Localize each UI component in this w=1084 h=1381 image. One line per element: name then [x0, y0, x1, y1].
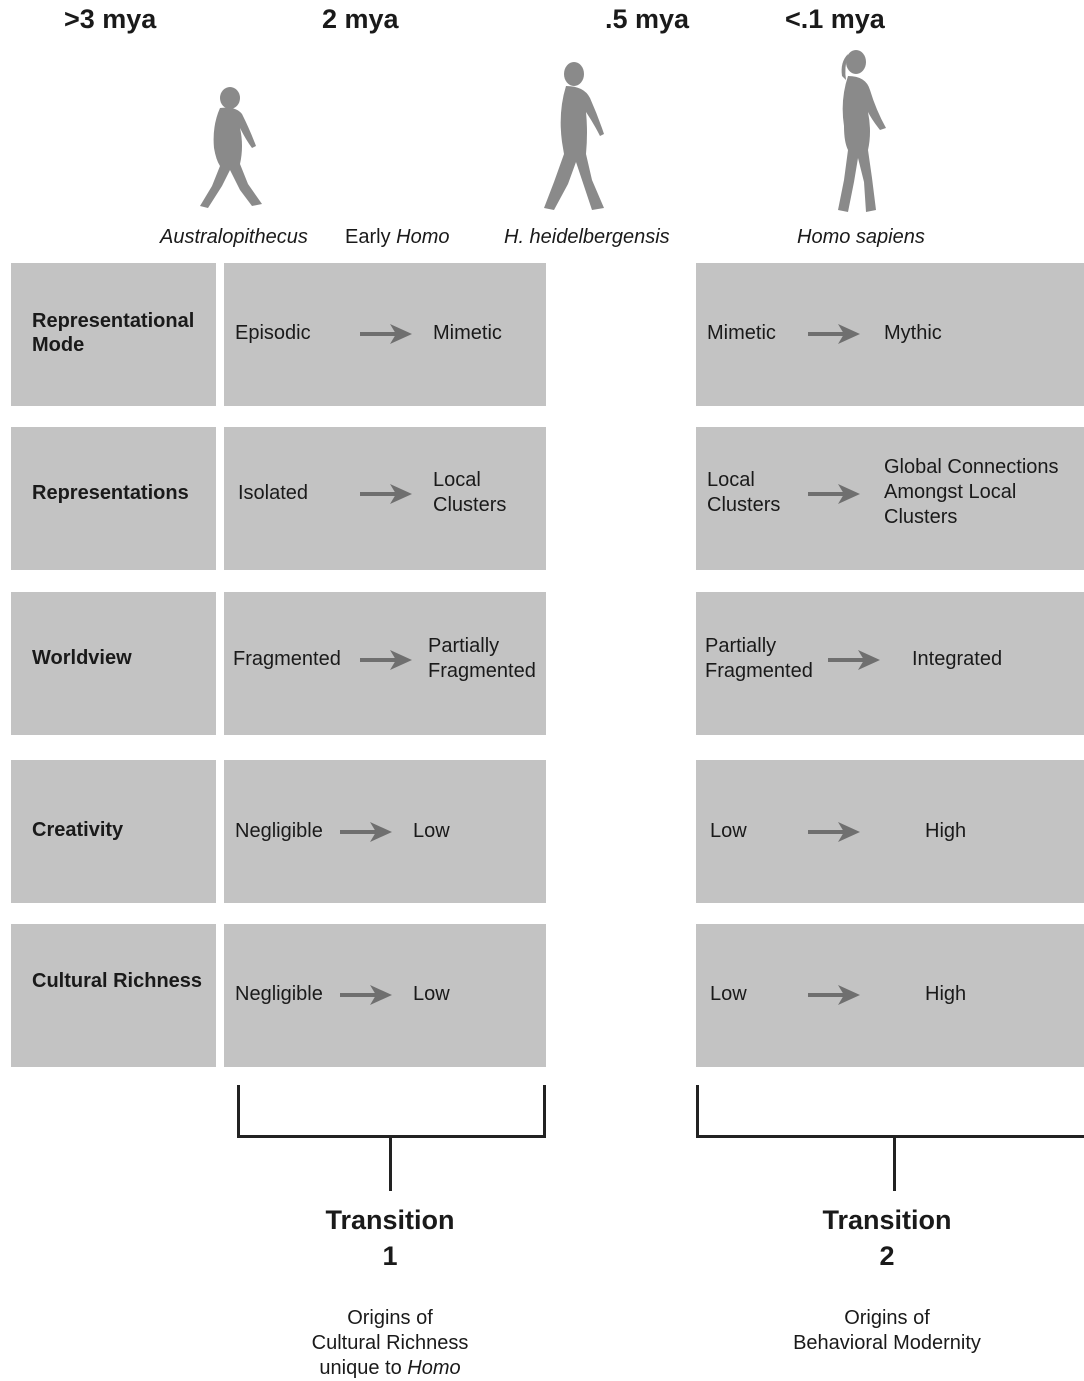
- transition1-bracket: [237, 1085, 546, 1138]
- t2-to: Mythic: [884, 322, 942, 344]
- t2-to: Global Connections Amongst Local Cluster…: [884, 456, 1059, 528]
- species-early-homo: Early Homo: [345, 226, 450, 248]
- t1-to: Local Clusters: [433, 469, 507, 516]
- species-h-heidelbergensis: H. heidelbergensis: [504, 226, 670, 248]
- row-label-box: [11, 760, 216, 903]
- arrow-icon: [360, 323, 412, 345]
- arrow-icon: [340, 984, 392, 1006]
- era-label-2mya: 2 mya: [322, 4, 399, 34]
- t1-to: Low: [413, 820, 450, 842]
- transition2-cell: [696, 924, 1084, 1067]
- era-label-0.1mya: <.1 mya: [785, 4, 885, 34]
- transition2-title: Transition 2: [822, 1205, 952, 1271]
- t1-from: Fragmented: [233, 648, 341, 670]
- transition1-stem: [389, 1136, 392, 1191]
- t1-from: Negligible: [235, 820, 323, 842]
- t1-to: Partially Fragmented: [428, 635, 536, 682]
- t2-from: Mimetic: [707, 322, 776, 344]
- arrow-icon: [808, 821, 860, 843]
- arrow-icon: [360, 483, 412, 505]
- t1-from: Isolated: [238, 482, 309, 504]
- t2-from: Low: [710, 983, 747, 1005]
- transition1-cell: [224, 427, 546, 570]
- arrow-icon: [808, 323, 860, 345]
- transition1-description: Origins of Cultural Richness unique to H…: [311, 1307, 469, 1379]
- transition2-cell: [696, 760, 1084, 903]
- row-label-cultural-richness: Cultural Richness: [32, 970, 203, 992]
- species-australopithecus: Australopithecus: [160, 226, 308, 248]
- transition1-title: Transition 1: [325, 1205, 455, 1271]
- transition1-cell: [224, 592, 546, 735]
- t2-from: Low: [710, 820, 747, 842]
- species-homo-sapiens: Homo sapiens: [797, 226, 925, 248]
- row-label-creativity: Creativity: [32, 819, 124, 841]
- row-label-box: [11, 592, 216, 735]
- t1-from: Episodic: [235, 322, 311, 344]
- transition2-bracket: [696, 1085, 1084, 1138]
- arrow-icon: [808, 984, 860, 1006]
- transition2-cell: [696, 263, 1084, 406]
- arrow-icon: [360, 649, 412, 671]
- row-label-worldview: Worldview: [32, 647, 132, 669]
- t2-from: Partially Fragmented: [705, 635, 813, 682]
- heidelbergensis-figure-icon: [544, 62, 604, 210]
- homo-sapiens-figure-icon: [838, 50, 886, 212]
- arrow-icon: [828, 649, 880, 671]
- arrow-icon: [808, 483, 860, 505]
- transition2-cell: [696, 592, 1084, 735]
- transition2-description: Origins of Behavioral Modernity: [793, 1307, 981, 1354]
- t1-to: Mimetic: [433, 322, 502, 344]
- row-label-representations: Representations: [32, 482, 189, 504]
- t2-from: Local Clusters: [707, 469, 781, 516]
- row-label-box: [11, 263, 216, 406]
- arrow-icon: [340, 821, 392, 843]
- row-label-box: [11, 427, 216, 570]
- transition2-cell: [696, 427, 1084, 570]
- t2-to: Integrated: [912, 648, 1003, 670]
- t1-from: Negligible: [235, 983, 323, 1005]
- t1-to: Low: [413, 983, 450, 1005]
- t2-to: High: [925, 820, 967, 842]
- transition2-stem: [893, 1136, 896, 1191]
- row-label-box: [11, 924, 216, 1067]
- era-label-3mya: >3 mya: [64, 4, 157, 34]
- row-label-representational-mode: Representational Mode: [32, 310, 195, 356]
- australopithecus-figure-icon: [200, 87, 262, 208]
- t2-to: High: [925, 983, 967, 1005]
- era-label-0.5mya: .5 mya: [605, 4, 690, 34]
